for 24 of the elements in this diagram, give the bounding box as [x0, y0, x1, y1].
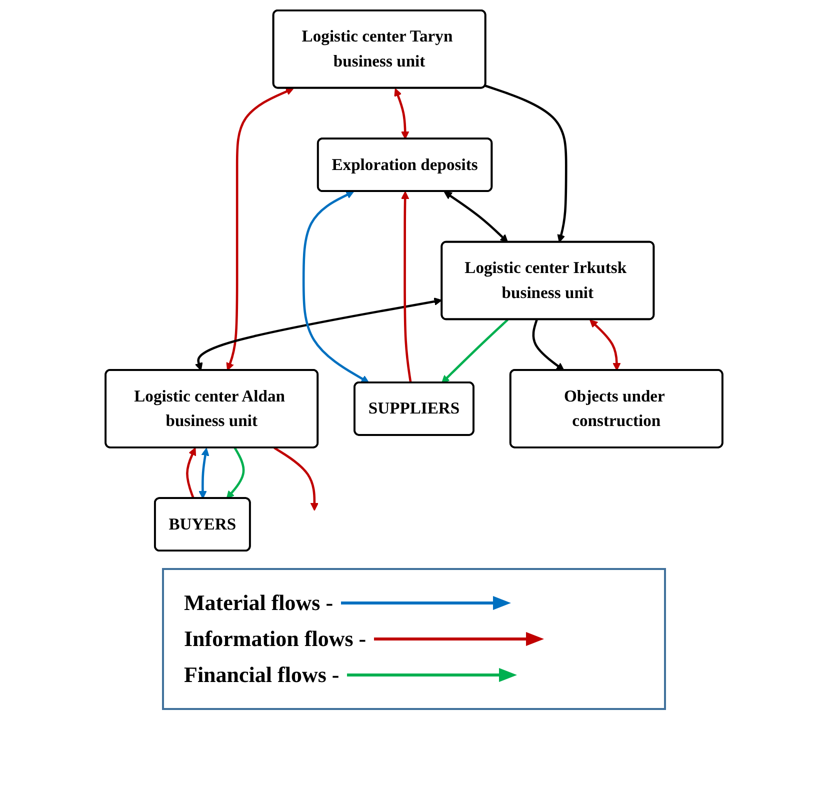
arrow [194, 296, 442, 370]
arrow [226, 87, 294, 370]
arrow [532, 318, 564, 370]
arrow [198, 447, 210, 498]
arrow [484, 84, 568, 242]
arrow [226, 446, 245, 498]
arrow [590, 319, 621, 370]
legend-text: Information flows - [184, 626, 366, 652]
arrow [442, 318, 509, 383]
arrow [274, 446, 318, 510]
arrow [302, 190, 370, 383]
arrow [186, 446, 196, 498]
process-box: SUPPLIERS [354, 380, 474, 436]
process-box: BUYERS [154, 496, 251, 552]
process-box: Objects under construction [509, 368, 724, 448]
arrow [401, 190, 412, 382]
process-box: Logistic center Taryn business unit [272, 8, 486, 88]
process-box: Logistic center Irkutsk business unit [440, 240, 655, 320]
legend-text: Material flows - [184, 590, 334, 616]
arrow [394, 88, 410, 139]
process-box: Logistic center Aldan business unit [104, 368, 319, 448]
arrow [444, 190, 508, 242]
legend-text: Financial flows - [184, 662, 340, 688]
process-box: Exploration deposits [316, 137, 493, 192]
